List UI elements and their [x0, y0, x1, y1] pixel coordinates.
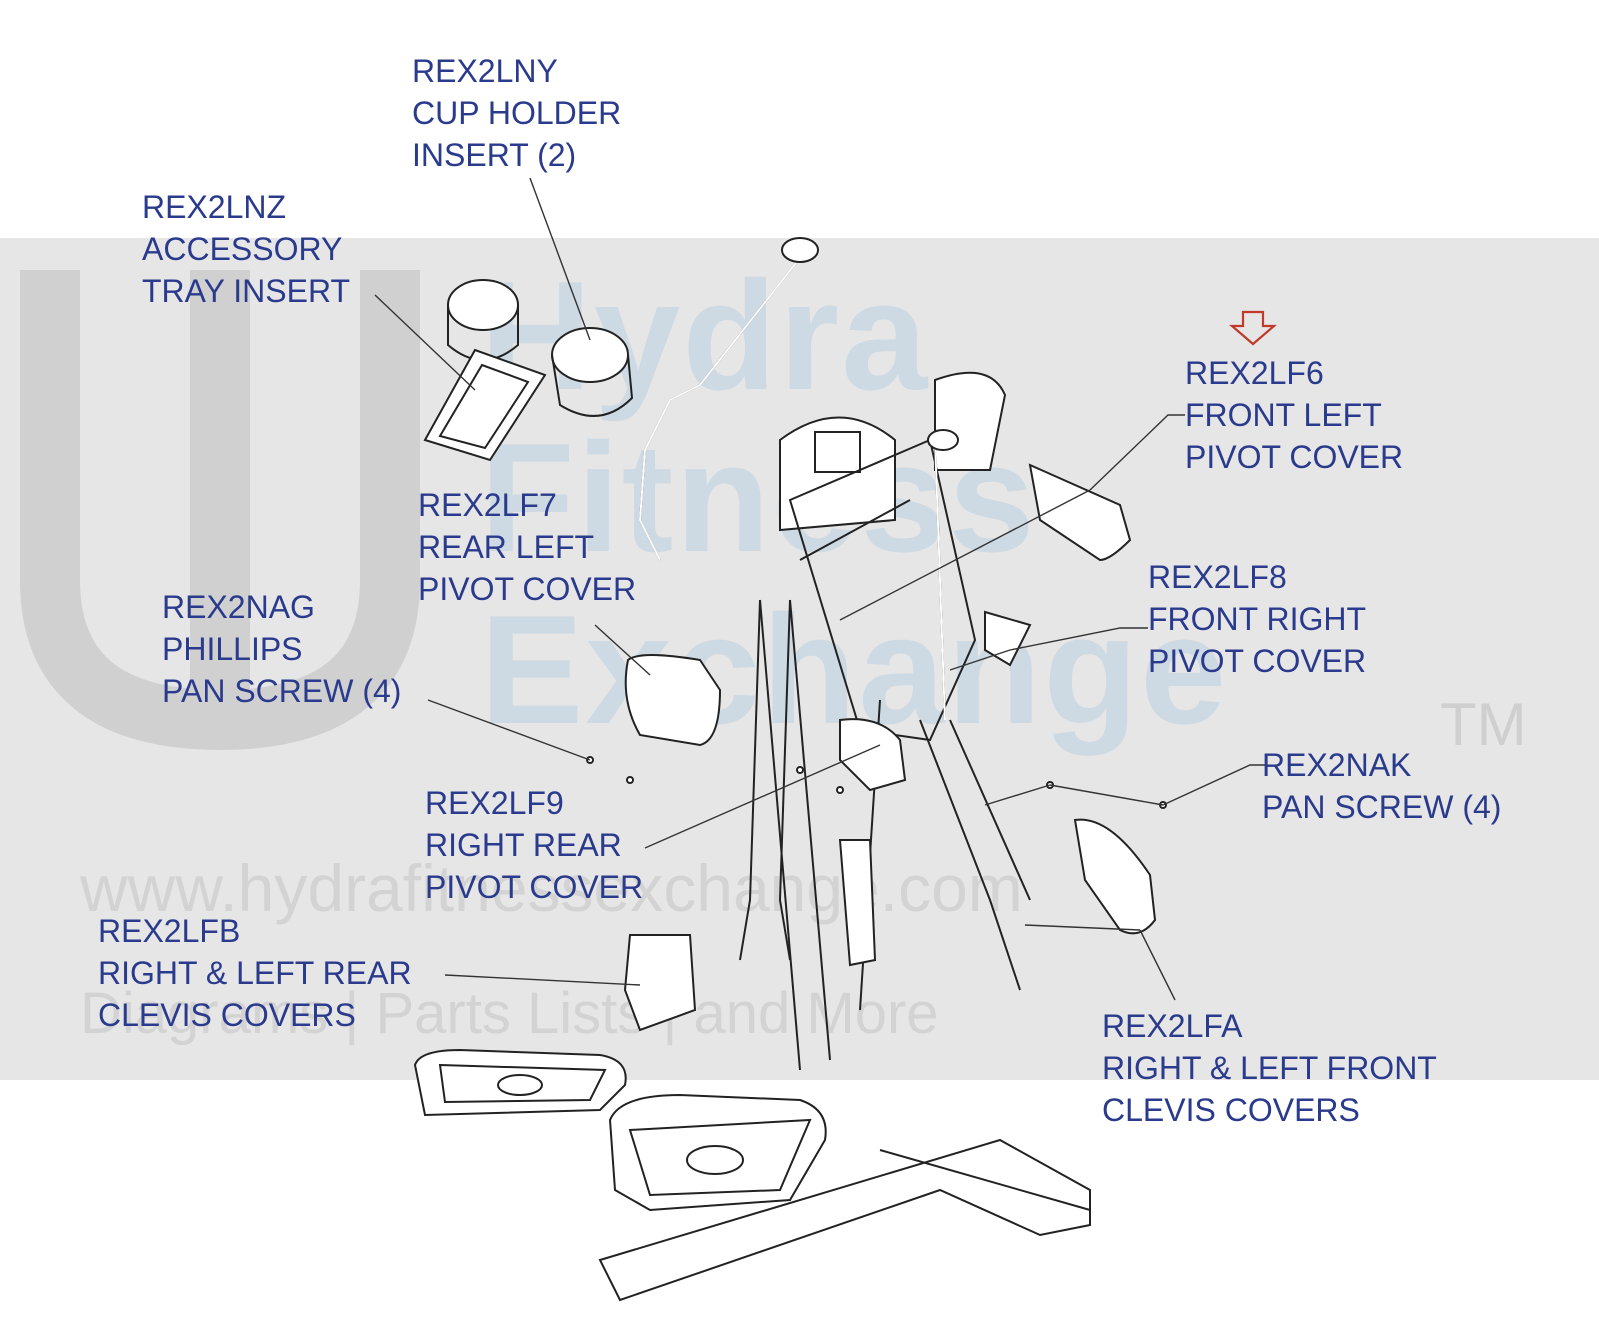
part-description: PAN SCREW (4) [162, 673, 402, 709]
part-description: RIGHT REAR [425, 827, 622, 863]
callout-rex2lf9: REX2LF9 RIGHT REAR PIVOT COVER [425, 782, 643, 908]
part-description: REAR LEFT [418, 529, 595, 565]
part-number: REX2LF7 [418, 487, 557, 523]
callout-rex2lf8: REX2LF8 FRONT RIGHT PIVOT COVER [1148, 556, 1366, 682]
part-description: INSERT (2) [412, 137, 577, 173]
part-number: REX2LNY [412, 53, 558, 89]
part-description: PIVOT COVER [418, 571, 637, 607]
callout-rex2lf6: REX2LF6 FRONT LEFT PIVOT COVER [1185, 352, 1403, 478]
part-description: CLEVIS COVERS [1102, 1092, 1360, 1128]
part-description: FRONT LEFT [1185, 397, 1382, 433]
part-number: REX2LF8 [1148, 559, 1287, 595]
leader-rex2lf6-b [839, 489, 1091, 621]
callout-rex2lfa: REX2LFA RIGHT & LEFT FRONT CLEVIS COVERS [1102, 1005, 1437, 1131]
leader-rex2nak [1162, 764, 1265, 806]
part-number: REX2LNZ [142, 189, 287, 225]
part-number: REX2LFA [1102, 1008, 1243, 1044]
callout-rex2lnz: REX2LNZ ACCESSORY TRAY INSERT [142, 186, 350, 312]
part-description: PAN SCREW (4) [1262, 789, 1502, 825]
leader-rex2lf8 [1009, 627, 1148, 651]
part-description: RIGHT & LEFT REAR [98, 955, 412, 991]
leader-rex2lny [529, 177, 591, 341]
watermark-band [0, 238, 1599, 1080]
leader-rex2lf8-b [949, 649, 1011, 671]
leader-rex2lf6 [1089, 414, 1185, 491]
part-number: REX2NAK [1262, 747, 1412, 783]
callout-rex2lny: REX2LNY CUP HOLDER INSERT (2) [412, 50, 621, 176]
down-arrow-outline-icon [1229, 310, 1277, 346]
part-number: REX2NAG [162, 589, 315, 625]
part-description: PIVOT COVER [1185, 439, 1404, 475]
leader-rex2nak-b [1049, 784, 1164, 806]
leader-rex2nak-c [984, 784, 1051, 806]
part-description: CUP HOLDER [412, 95, 622, 131]
callout-rex2lfb: REX2LFB RIGHT & LEFT REAR CLEVIS COVERS [98, 910, 412, 1036]
hydra-logo-watermark [20, 270, 420, 751]
part-description: FRONT RIGHT [1148, 601, 1367, 637]
part-description: RIGHT & LEFT FRONT [1102, 1050, 1437, 1086]
leader-rex2lf9 [644, 744, 881, 849]
callout-rex2nag: REX2NAG PHILLIPS PAN SCREW (4) [162, 586, 401, 712]
leader-rex2lfa [1139, 929, 1176, 1001]
leader-rex2lnz [374, 294, 476, 391]
leader-rex2lf7 [594, 624, 651, 676]
callout-rex2nak: REX2NAK PAN SCREW (4) [1262, 744, 1501, 828]
part-description: PHILLIPS [162, 631, 303, 667]
part-number: REX2LF9 [425, 785, 564, 821]
part-number: REX2LFB [98, 913, 241, 949]
leader-rex2lfb [444, 974, 641, 986]
part-description: TRAY INSERT [142, 273, 351, 309]
part-description: PIVOT COVER [425, 869, 644, 905]
callout-rex2lf7: REX2LF7 REAR LEFT PIVOT COVER [418, 484, 636, 610]
part-number: REX2LF6 [1185, 355, 1324, 391]
part-description: CLEVIS COVERS [98, 997, 356, 1033]
leader-rex2lfa-b [1024, 924, 1141, 931]
leader-rex2nag [427, 699, 591, 761]
part-description: PIVOT COVER [1148, 643, 1367, 679]
part-description: ACCESSORY [142, 231, 343, 267]
